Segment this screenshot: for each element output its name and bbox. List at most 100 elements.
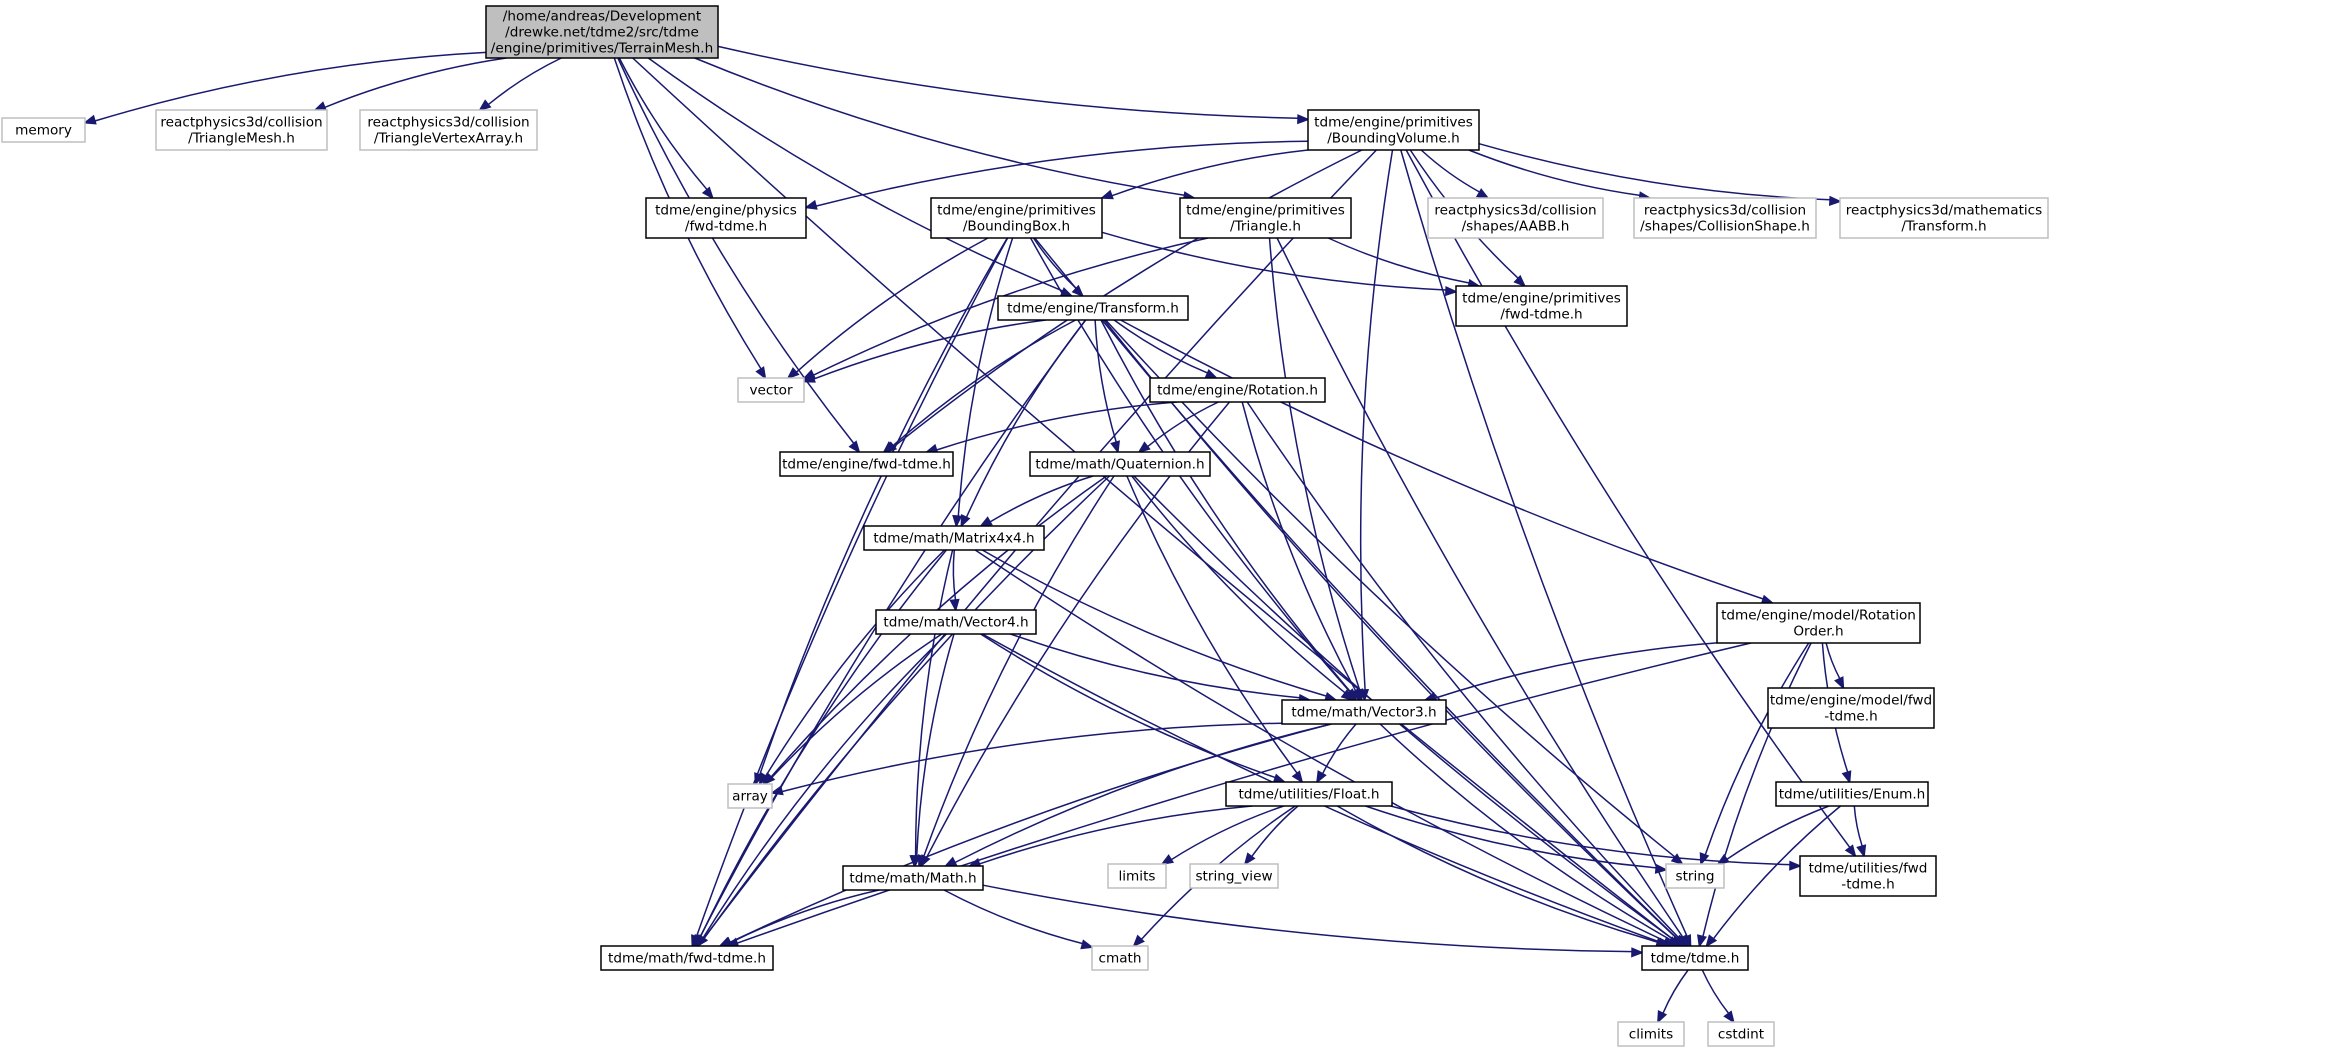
node-prim_fwd[interactable]: tdme/engine/primitives/fwd-tdme.h (1455, 285, 1628, 327)
node-box (1839, 197, 2049, 239)
edge-vector3-to-tdme_h (1379, 723, 1681, 948)
edge-triangle-to-prim_fwd (1327, 237, 1481, 289)
node-label: reactphysics3d/mathematics (1846, 203, 2042, 219)
node-enum[interactable]: tdme/utilities/Enum.h (1775, 781, 1929, 807)
node-climits: climits (1617, 1021, 1685, 1047)
edge-boundingbox-to-vector (786, 237, 989, 380)
edge-root-to-rp_trivertex (478, 57, 562, 112)
edge-matrix4x4-to-vector4 (949, 549, 960, 612)
node-label: vector (749, 383, 793, 399)
node-triangle[interactable]: tdme/engine/primitives/Triangle.h (1179, 197, 1352, 239)
node-box (1633, 197, 1817, 239)
edge-transform-to-rotationorder (1120, 319, 1775, 605)
edge-rotationorder-to-model_fwd (1825, 642, 1845, 690)
node-label: tdme/math/Matrix4x4.h (873, 531, 1034, 547)
node-matrix4x4[interactable]: tdme/math/Matrix4x4.h (863, 525, 1045, 551)
edge-boundingvolume-to-boundingbox (1100, 149, 1309, 200)
edge-boundingbox-to-matrix4x4 (952, 237, 1014, 529)
node-box (1, 117, 86, 143)
node-label: tdme/engine/Rotation.h (1157, 383, 1318, 399)
edge-vector3-to-array (770, 722, 1283, 796)
node-util_fwd[interactable]: tdme/utilities/fwd-tdme.h (1799, 855, 1937, 897)
node-model_fwd[interactable]: tdme/engine/model/fwd-tdme.h (1767, 687, 1935, 729)
node-rp_aabb: reactphysics3d/collision/shapes/AABB.h (1427, 197, 1604, 239)
node-label: reactphysics3d/collision (1434, 203, 1596, 219)
node-physics_fwd[interactable]: tdme/engine/physics/fwd-tdme.h (645, 197, 807, 239)
node-label: memory (15, 123, 72, 139)
node-box (359, 109, 538, 151)
edge-matrix4x4-to-tdme_h (974, 549, 1676, 947)
edge-matrix4x4-to-array (758, 549, 946, 786)
node-box (155, 109, 328, 151)
node-rp_trivertex: reactphysics3d/collision/TriangleVertexA… (359, 109, 538, 151)
edge-transform-to-engine_fwd (882, 319, 1076, 454)
edge-float-to-util_fwd (1390, 805, 1803, 871)
node-engine_fwd[interactable]: tdme/engine/fwd-tdme.h (779, 451, 954, 477)
edge-boundingvolume-to-rp_collshape (1468, 149, 1652, 202)
edge-enum-to-util_fwd (1853, 805, 1867, 858)
node-memory: memory (1, 117, 86, 143)
node-label: /Triangle.h (1230, 219, 1301, 235)
nodes-layer: /home/andreas/Development/drewke.net/tdm… (1, 5, 2049, 1047)
edge-transform-to-matrix4x4 (960, 319, 1087, 528)
node-rp_trimesh: reactphysics3d/collision/TriangleMesh.h (155, 109, 328, 151)
edge-root-to-physics_fwd (618, 57, 715, 200)
node-boundingbox[interactable]: tdme/engine/primitives/BoundingBox.h (930, 197, 1103, 239)
node-label: cstdint (1718, 1027, 1764, 1043)
node-label: /engine/primitives/TerrainMesh.h (491, 41, 713, 57)
node-vector3[interactable]: tdme/math/Vector3.h (1281, 699, 1447, 725)
edge-boundingvolume-to-rp_aabb (1420, 149, 1490, 200)
node-math[interactable]: tdme/math/Math.h (842, 865, 984, 891)
node-root[interactable]: /home/andreas/Development/drewke.net/tdm… (485, 5, 719, 59)
edge-math-to-tdme_h (982, 884, 1645, 958)
edge-float-to-limits (1160, 805, 1285, 866)
node-box (485, 5, 719, 59)
edge-triangle-to-vector3 (1268, 237, 1364, 702)
node-box (1107, 863, 1167, 889)
node-box (737, 377, 805, 403)
node-label: /Transform.h (1901, 219, 1986, 235)
edge-root-to-engine_fwd (617, 57, 861, 454)
node-box (1665, 863, 1725, 889)
node-math_fwd[interactable]: tdme/math/fwd-tdme.h (600, 945, 774, 971)
node-rotation[interactable]: tdme/engine/Rotation.h (1149, 377, 1326, 403)
node-tdme_h[interactable]: tdme/tdme.h (1641, 945, 1749, 971)
node-boundingvolume[interactable]: tdme/engine/primitives/BoundingVolume.h (1307, 109, 1480, 151)
edge-enum-to-tdme_h (1705, 805, 1841, 948)
edge-vector4-to-float (980, 633, 1287, 784)
node-float[interactable]: tdme/utilities/Float.h (1225, 781, 1393, 807)
node-limits: limits (1107, 863, 1167, 889)
edge-transform-to-quaternion (1094, 319, 1120, 454)
node-rp_transform: reactphysics3d/mathematics/Transform.h (1839, 197, 2049, 239)
edge-matrix4x4-to-vector3 (981, 549, 1338, 702)
edge-vector3-to-math_fwd (718, 723, 1332, 947)
edge-boundingvolume-to-rp_transform (1478, 142, 1843, 206)
node-label: cmath (1099, 951, 1142, 967)
node-label: tdme/engine/model/Rotation (1721, 608, 1916, 624)
node-box (1149, 377, 1326, 403)
node-label: tdme/engine/fwd-tdme.h (782, 457, 951, 473)
node-label: /shapes/CollisionShape.h (1640, 219, 1810, 235)
node-quaternion[interactable]: tdme/math/Quaternion.h (1029, 451, 1211, 477)
edge-vector4-to-array (762, 633, 943, 786)
edge-math-to-math_fwd (719, 889, 880, 947)
node-label: -tdme.h (1824, 709, 1877, 725)
node-box (930, 197, 1103, 239)
edge-vector3-to-float (1316, 723, 1357, 784)
node-box (1307, 109, 1480, 151)
node-box (1799, 855, 1937, 897)
node-label: tdme/utilities/fwd (1809, 861, 1928, 877)
node-box (1225, 781, 1393, 807)
edge-float-to-math (967, 805, 1253, 868)
node-label: /BoundingVolume.h (1327, 131, 1460, 147)
edge-rotationorder-to-string (1699, 642, 1810, 866)
node-label: /TriangleVertexArray.h (374, 131, 523, 147)
node-transform[interactable]: tdme/engine/Transform.h (997, 295, 1189, 321)
node-vector4[interactable]: tdme/math/Vector4.h (875, 609, 1037, 635)
node-box (1281, 699, 1447, 725)
node-label: /fwd-tdme.h (1500, 307, 1582, 323)
edge-rotation-to-vector3 (1241, 401, 1361, 702)
edge-root-to-boundingvolume (717, 45, 1311, 125)
